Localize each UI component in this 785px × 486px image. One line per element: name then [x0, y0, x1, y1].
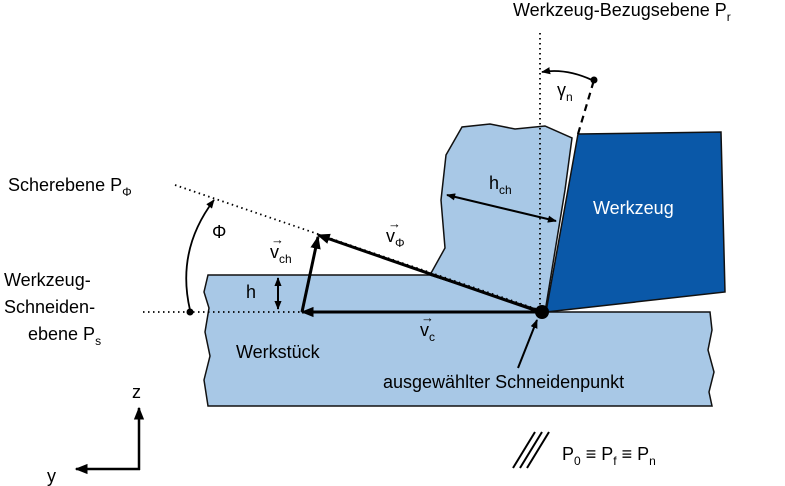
v-chip-arrow — [300, 235, 321, 313]
chip-thickness-label: hch — [489, 173, 512, 197]
v-cut-vector-mark: → — [421, 310, 434, 325]
undeformed-thickness-label: h — [246, 282, 256, 302]
shear-plane-label: Scherebene PΦ — [8, 175, 132, 199]
axis-y-label: y — [47, 466, 56, 486]
planes-equivalence-label: P0 ≡ Pf ≡ Pn — [562, 444, 656, 468]
workpiece-label: Werkstück — [236, 342, 321, 362]
shear-angle-dot — [186, 308, 194, 316]
cutting-plane-label-line3: ebene Ps — [28, 324, 101, 348]
rake-angle-arc — [541, 67, 593, 81]
rake-face-extension — [576, 79, 596, 135]
v-chip-label: vch — [270, 242, 292, 266]
v-shear-label: vΦ — [386, 226, 405, 250]
parallel-hatch-icon — [512, 431, 550, 469]
shear-angle-label: Φ — [212, 222, 226, 242]
shear-angle-arc — [185, 199, 215, 311]
v-shear-vector-mark: → — [388, 216, 401, 231]
rake-angle-dot — [590, 76, 598, 84]
v-cut-label: vc — [420, 320, 435, 344]
axis-z-label: z — [132, 382, 141, 402]
cutting-plane-label-line2: Schneiden- — [4, 297, 95, 317]
cutting-plane-label-line1: Werkzeug- — [4, 270, 91, 290]
v-shear-arrow — [316, 233, 541, 314]
v-chip-vector-mark: → — [271, 232, 284, 247]
rake-angle-label: γn — [557, 80, 573, 104]
cutting-point-label: ausgewählter Schneidenpunkt — [383, 372, 624, 392]
cutting-point-dot — [535, 305, 549, 319]
tool-label: Werkzeug — [593, 198, 674, 218]
cutting-point-pointer — [517, 319, 538, 369]
reference-plane-label: Werkzeug-Bezugsebene Pr — [513, 0, 731, 24]
tool-body — [545, 131, 726, 313]
hch-dimension-arrow — [446, 193, 557, 223]
workpiece-body — [203, 274, 715, 407]
